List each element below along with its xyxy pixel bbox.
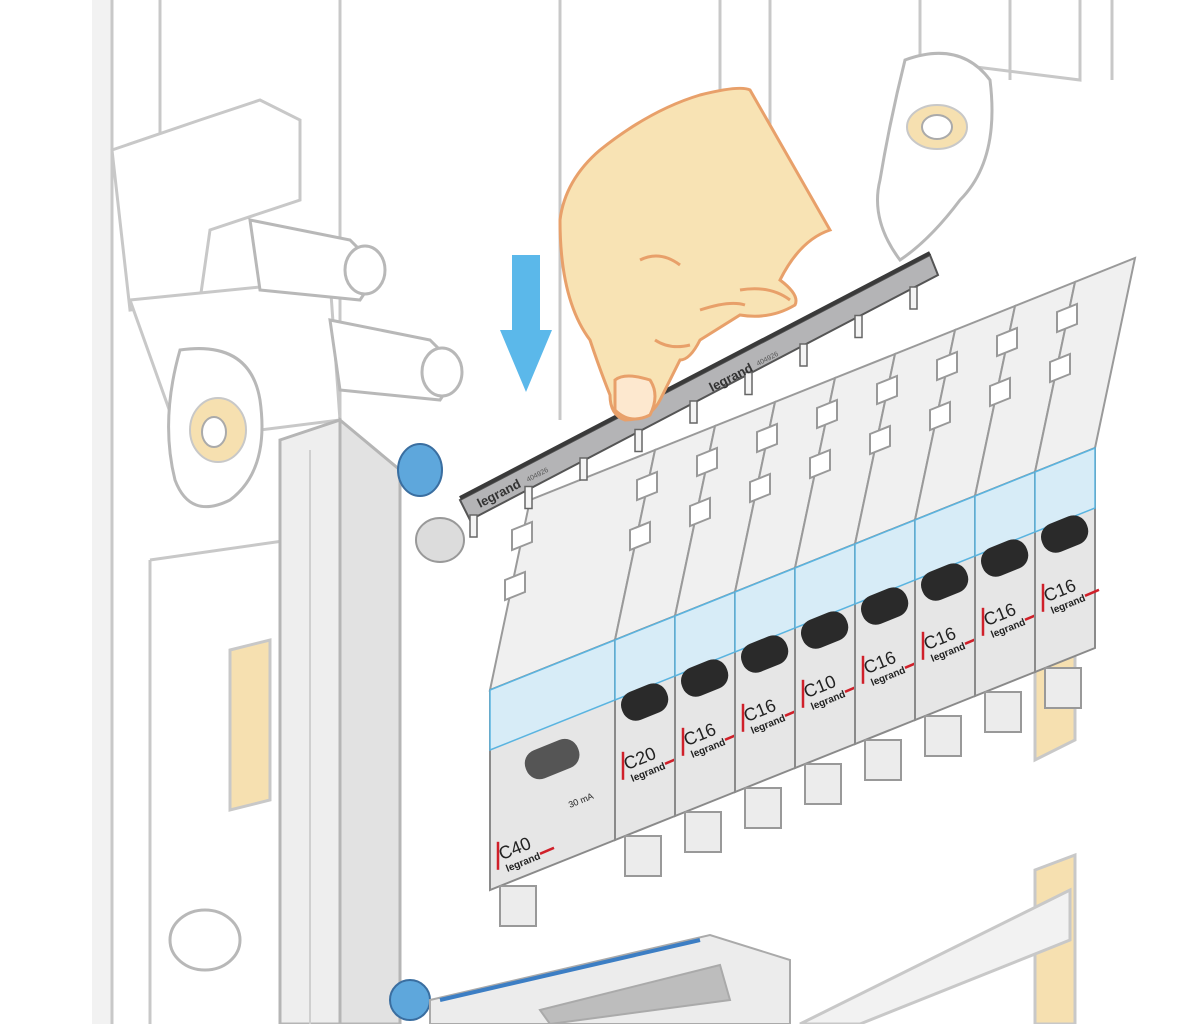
cable-duct xyxy=(278,416,402,1024)
terminal-slot xyxy=(1049,302,1078,384)
busbar-tooth xyxy=(744,371,753,396)
din-clip xyxy=(624,835,662,877)
din-clip xyxy=(804,763,842,805)
toggle-lever[interactable] xyxy=(677,655,733,701)
toggle-lever[interactable] xyxy=(797,607,853,653)
busbar-teeth xyxy=(469,286,918,538)
din-clip xyxy=(1044,667,1082,709)
din-clip xyxy=(684,811,722,853)
toggle-lever[interactable] xyxy=(1037,511,1093,557)
busbar-tooth xyxy=(854,314,863,339)
din-clip xyxy=(924,715,962,757)
busbar-tooth xyxy=(799,343,808,367)
down-arrow-icon xyxy=(500,255,552,392)
busbar-tooth xyxy=(579,457,588,481)
toggle-lever[interactable] xyxy=(917,559,973,605)
terminal-slot xyxy=(989,326,1018,408)
toggle-lever[interactable] xyxy=(977,535,1033,581)
screw-washers xyxy=(189,104,968,463)
toggle-lever[interactable] xyxy=(617,679,673,725)
busbar-tooth xyxy=(689,400,698,424)
busbar-tooth xyxy=(524,485,533,510)
terminal-slot xyxy=(809,398,838,480)
din-clip xyxy=(864,739,902,781)
rating-underline xyxy=(1084,588,1100,597)
terminal-slot xyxy=(929,350,958,432)
toggle-lever[interactable] xyxy=(857,583,913,629)
terminal-slot xyxy=(504,520,533,602)
terminal-knob xyxy=(389,443,465,1021)
lower-breaker-row xyxy=(429,933,791,1024)
busbar-tooth xyxy=(634,428,643,453)
terminal-slot xyxy=(629,470,658,552)
din-clip xyxy=(499,885,537,927)
rating-underline xyxy=(539,846,555,855)
hand-illustration xyxy=(558,86,833,422)
din-clip xyxy=(984,691,1022,733)
terminal-slot xyxy=(689,446,718,528)
comb-busbar[interactable]: legrand 404926 legrand 404926 xyxy=(458,251,940,538)
busbar-tooth xyxy=(469,514,478,538)
terminal-slot xyxy=(869,374,898,456)
terminal-slot xyxy=(749,422,778,504)
toggle-lever[interactable] xyxy=(521,735,584,784)
label-window xyxy=(1034,446,1096,534)
toggle-lever[interactable] xyxy=(737,631,793,677)
busbar-tooth xyxy=(909,286,918,310)
din-clip xyxy=(744,787,782,829)
